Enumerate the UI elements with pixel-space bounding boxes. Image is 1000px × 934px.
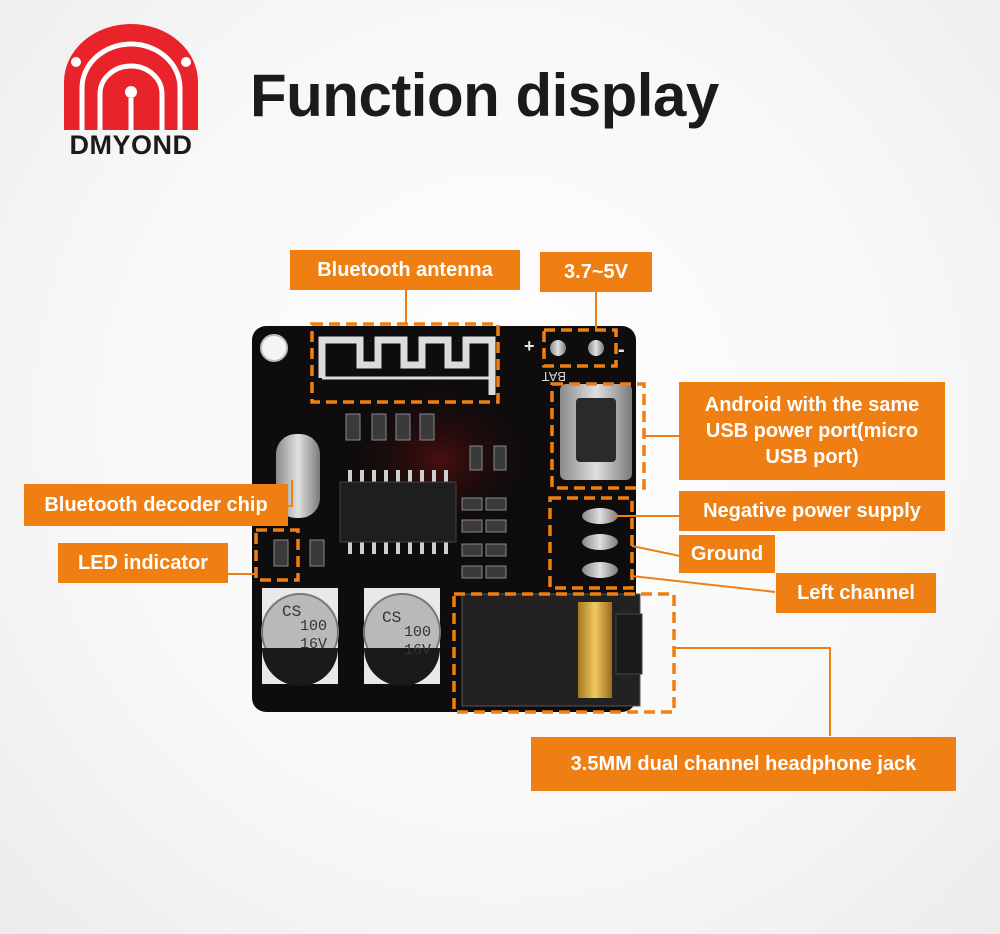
label-bluetooth-decoder-chip: Bluetooth decoder chip xyxy=(24,484,288,526)
bat-silkscreen: BAT xyxy=(542,369,566,384)
svg-text:16V: 16V xyxy=(300,636,327,653)
page-title: Function display xyxy=(250,62,719,129)
rgl-pads xyxy=(582,508,618,578)
bat-plus-mark: + xyxy=(524,336,535,356)
bat-minus-mark: - xyxy=(618,339,625,361)
decoder-chip xyxy=(339,470,457,554)
label-headphone-jack: 3.5MM dual channel headphone jack xyxy=(531,737,956,791)
label-bluetooth-antenna: Bluetooth antenna xyxy=(290,250,520,290)
mounting-hole xyxy=(260,334,288,362)
label-left-channel: Left channel xyxy=(776,573,936,613)
label-negative-power-supply: Negative power supply xyxy=(679,491,945,531)
label-ground: Ground xyxy=(679,535,775,573)
svg-text:100: 100 xyxy=(300,618,327,635)
brand-logo: DMYOND xyxy=(58,22,204,172)
svg-text:100: 100 xyxy=(404,624,431,641)
capacitor-left: CS 100 16V xyxy=(261,588,339,686)
logo-mark-icon xyxy=(64,24,198,131)
label-usb-power-port: Android with the same USB power port(mic… xyxy=(679,382,945,480)
label-voltage: 3.7~5V xyxy=(540,252,652,292)
svg-text:CS: CS xyxy=(282,603,301,621)
headphone-jack xyxy=(461,593,643,707)
svg-text:16V: 16V xyxy=(404,642,431,659)
antenna-trace xyxy=(318,336,496,395)
capacitor-right: CS 100 16V xyxy=(363,588,441,686)
label-led-indicator: LED indicator xyxy=(58,543,228,583)
svg-text:CS: CS xyxy=(382,609,401,627)
brand-name: DMYOND xyxy=(69,130,193,160)
